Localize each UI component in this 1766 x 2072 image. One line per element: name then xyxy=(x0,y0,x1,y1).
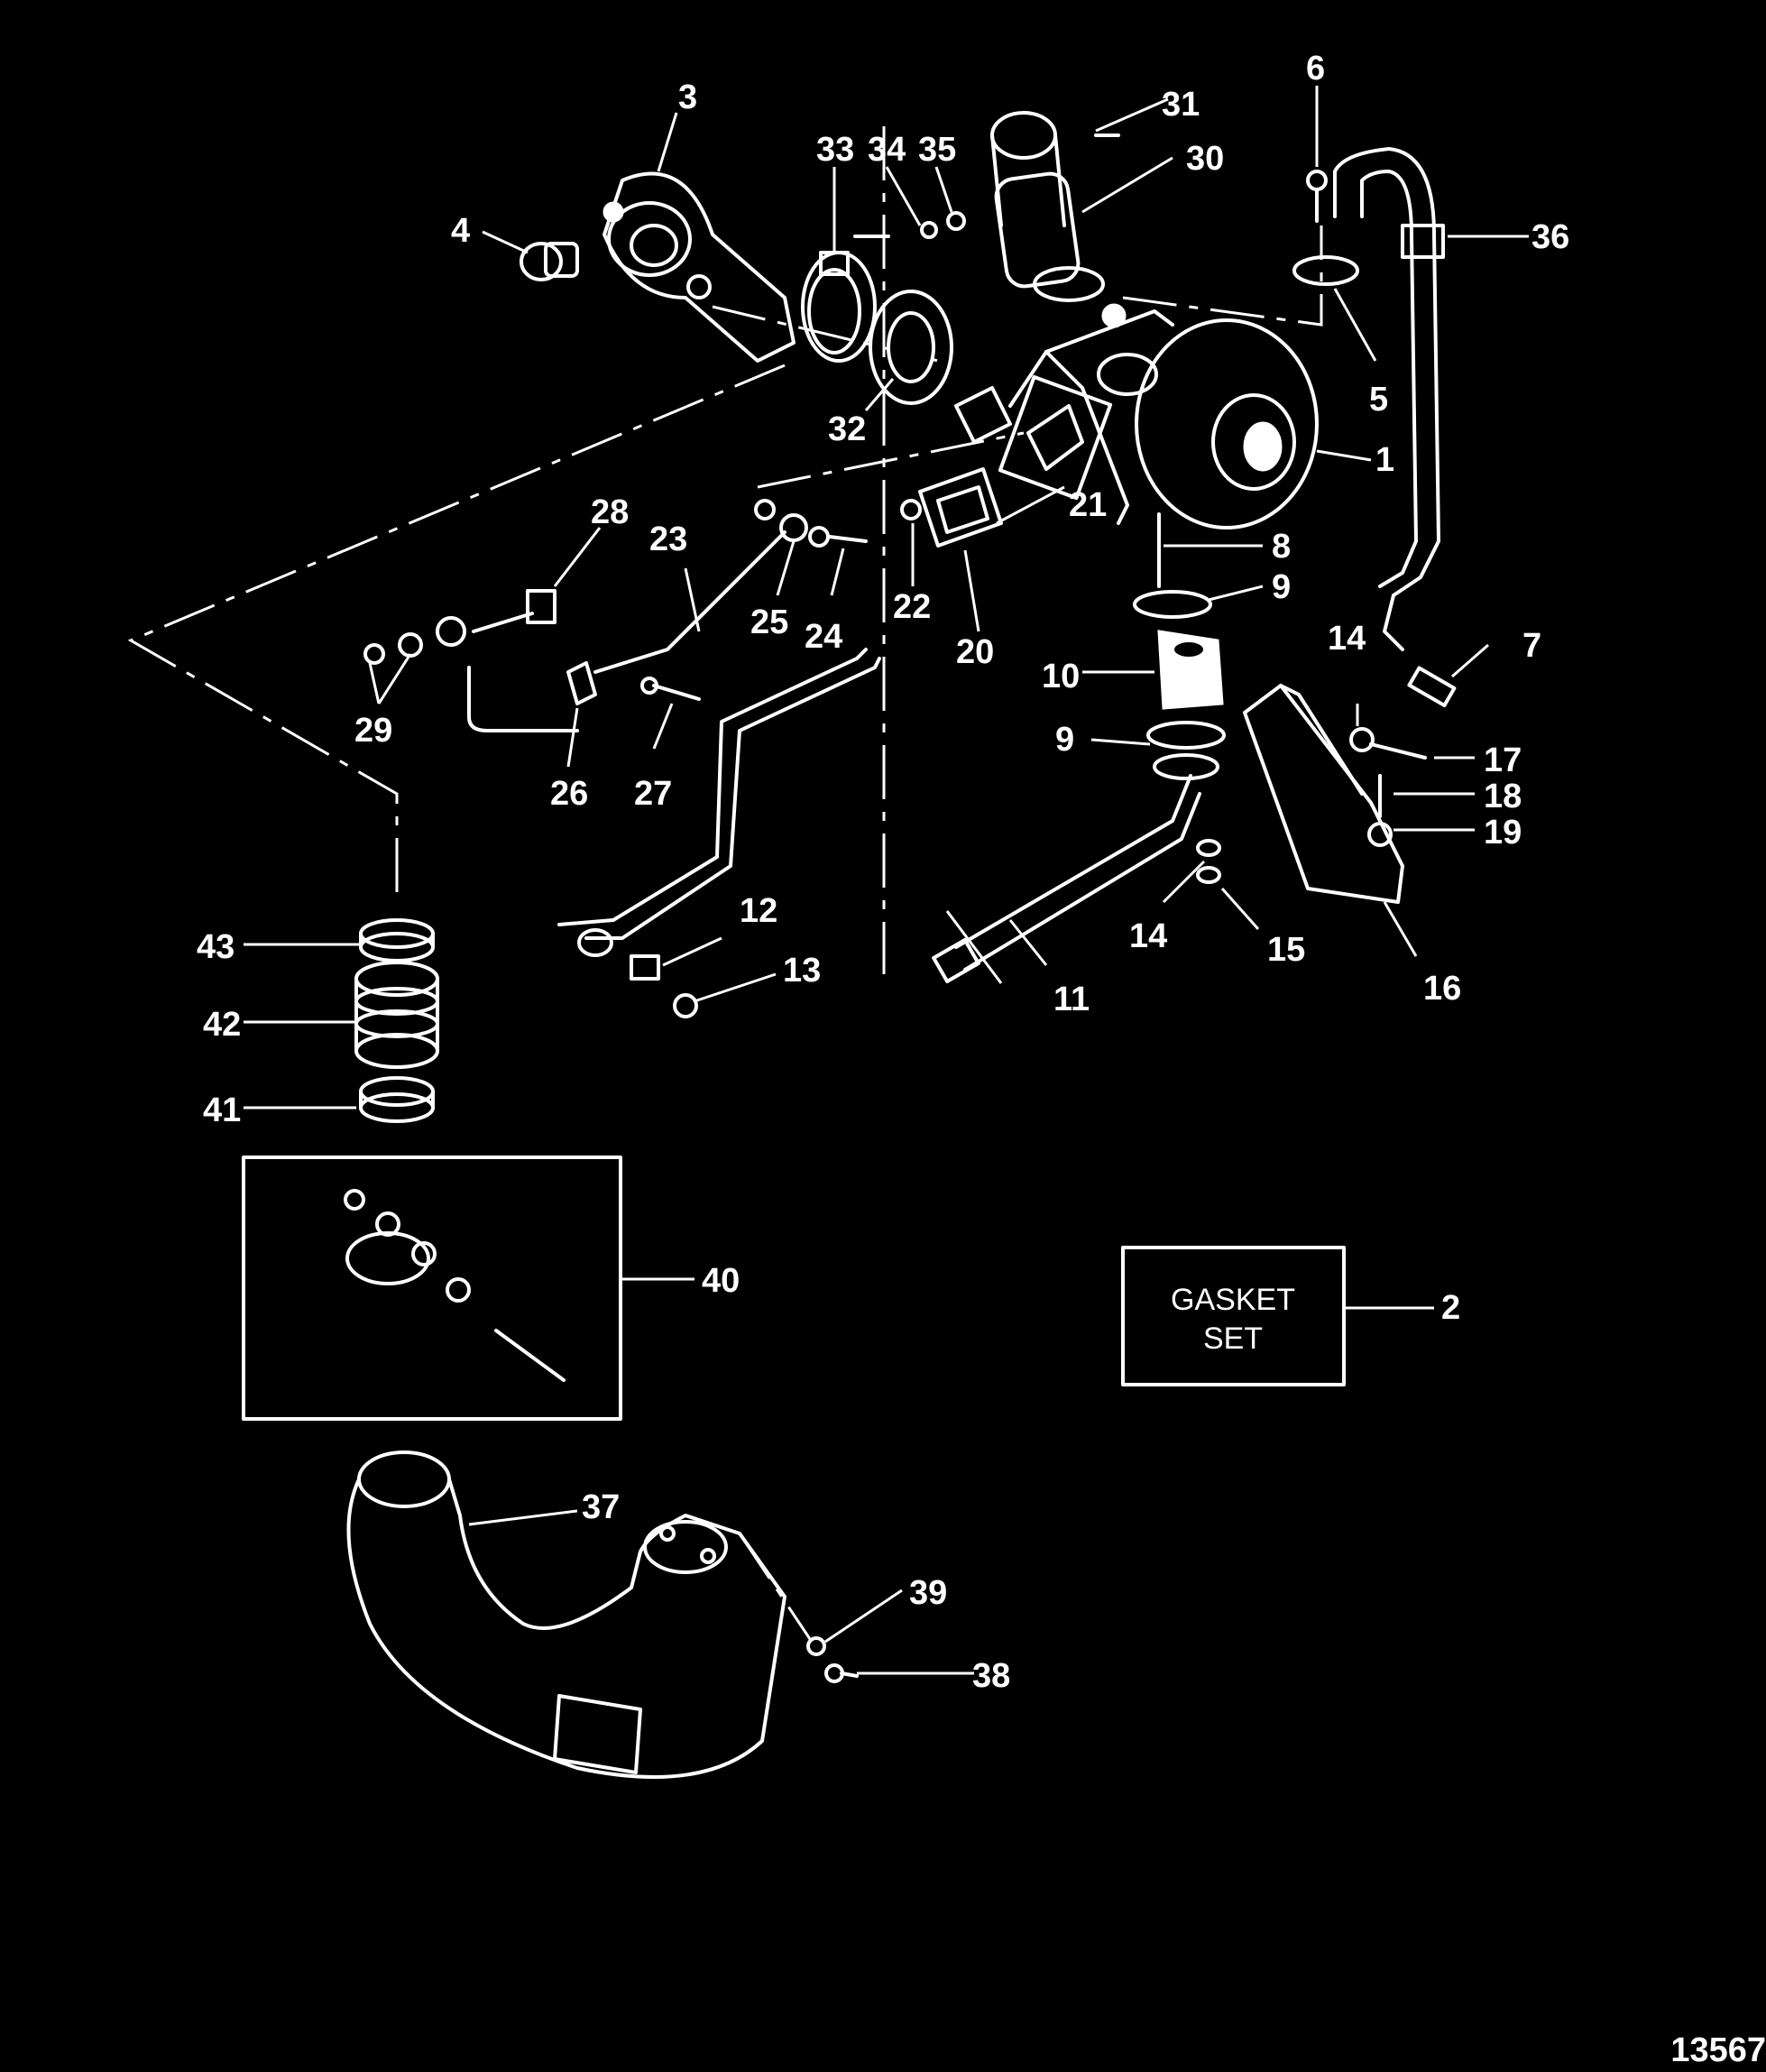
callout-37: 37 xyxy=(582,1488,620,1526)
drawing-number: 13567 xyxy=(1670,2031,1766,2069)
callout-11: 11 xyxy=(1053,981,1090,1018)
callout-34: 34 xyxy=(868,131,906,169)
spacer-block xyxy=(1157,630,1224,710)
callout-43: 43 xyxy=(197,928,235,966)
callout-1: 1 xyxy=(1375,441,1394,479)
outlet-pipe xyxy=(990,111,1120,302)
callout-35: 35 xyxy=(918,131,956,169)
flange-gasket xyxy=(1292,255,1359,286)
callout-7: 7 xyxy=(1522,627,1541,665)
callout-33: 33 xyxy=(816,131,854,169)
flapper-kit-box xyxy=(242,1156,622,1421)
washer-nut xyxy=(1196,839,1221,884)
hose-fitting xyxy=(1407,666,1457,708)
exhaust-gasket-ring xyxy=(869,290,953,405)
gasket-upper xyxy=(1133,590,1212,619)
oil-supply-line xyxy=(467,530,786,732)
bracket-bolt-horizontal xyxy=(1349,727,1427,760)
callout-32: 32 xyxy=(828,410,866,448)
callout-25: 25 xyxy=(750,603,788,641)
gasket-lower xyxy=(1146,721,1226,780)
clamp-fasteners xyxy=(853,211,966,239)
callout-13: 13 xyxy=(783,952,821,990)
hose-clamp-lower xyxy=(359,1076,435,1123)
callout-15: 15 xyxy=(1267,931,1305,969)
callout-6: 6 xyxy=(1306,50,1325,87)
flange-bolt xyxy=(1306,170,1328,223)
callout-40: 40 xyxy=(702,1262,740,1300)
gasket-set-line2: SET xyxy=(1203,1321,1263,1356)
callout-14-lower: 14 xyxy=(1129,917,1167,955)
callout-9-upper: 9 xyxy=(1272,568,1291,606)
callout-29: 29 xyxy=(354,712,392,750)
callout-36: 36 xyxy=(1531,218,1569,256)
callout-17: 17 xyxy=(1484,741,1522,779)
gasket-set-line1: GASKET xyxy=(1171,1283,1295,1317)
callout-4: 4 xyxy=(451,212,470,250)
callout-5: 5 xyxy=(1369,381,1388,419)
callout-27: 27 xyxy=(634,775,672,813)
callout-30: 30 xyxy=(1186,140,1224,178)
support-bracket xyxy=(1243,684,1404,904)
flange-gasket-21 xyxy=(954,386,1012,444)
callout-24: 24 xyxy=(805,618,842,656)
hose-clamp-upper xyxy=(359,918,435,962)
callout-3: 3 xyxy=(678,78,697,116)
plug xyxy=(520,242,579,281)
line-fittings-upper xyxy=(754,499,868,548)
callout-19: 19 xyxy=(1484,814,1522,852)
callout-10: 10 xyxy=(1042,658,1080,695)
callout-9-lower: 9 xyxy=(1055,721,1074,759)
callout-26: 26 xyxy=(550,775,588,813)
callout-28: 28 xyxy=(591,493,629,531)
bracket-bolt-vertical xyxy=(1367,774,1393,847)
flange-nut xyxy=(900,499,922,520)
callout-22: 22 xyxy=(893,588,931,626)
coupling xyxy=(354,961,439,1069)
water-line xyxy=(557,648,881,1018)
callout-8: 8 xyxy=(1272,528,1291,566)
elbow-fasteners xyxy=(806,1636,859,1683)
callout-21: 21 xyxy=(1069,486,1107,524)
turbocharger xyxy=(998,303,1319,530)
callout-20: 20 xyxy=(956,633,994,671)
leader-lines xyxy=(244,86,1529,1675)
callout-38: 38 xyxy=(972,1657,1010,1695)
line-clip xyxy=(566,661,701,705)
turbine-elbow xyxy=(602,171,796,363)
callout-39: 39 xyxy=(909,1574,947,1612)
callout-23: 23 xyxy=(649,520,687,558)
callout-18: 18 xyxy=(1484,778,1522,815)
oil-hose xyxy=(1333,147,1445,651)
adapter-flange xyxy=(918,467,1003,548)
drain-tube xyxy=(932,774,1201,983)
callout-2: 2 xyxy=(1441,1289,1460,1327)
gasket-set-box: GASKET SET xyxy=(1121,1246,1346,1386)
callout-42: 42 xyxy=(203,1006,241,1044)
line-fittings-lower xyxy=(363,589,556,665)
callout-12: 12 xyxy=(740,892,777,930)
callout-14-upper: 14 xyxy=(1328,620,1366,658)
exhaust-elbow xyxy=(346,1450,786,1779)
callout-41: 41 xyxy=(203,1091,241,1129)
callout-labels: 1 2 3 4 5 6 7 8 9 10 9 11 12 13 14 14 15… xyxy=(197,50,1569,1695)
v-band-clamp xyxy=(801,251,877,363)
callout-16: 16 xyxy=(1423,970,1461,1008)
callout-31: 31 xyxy=(1162,86,1200,124)
alignment-lines xyxy=(127,126,1323,1643)
